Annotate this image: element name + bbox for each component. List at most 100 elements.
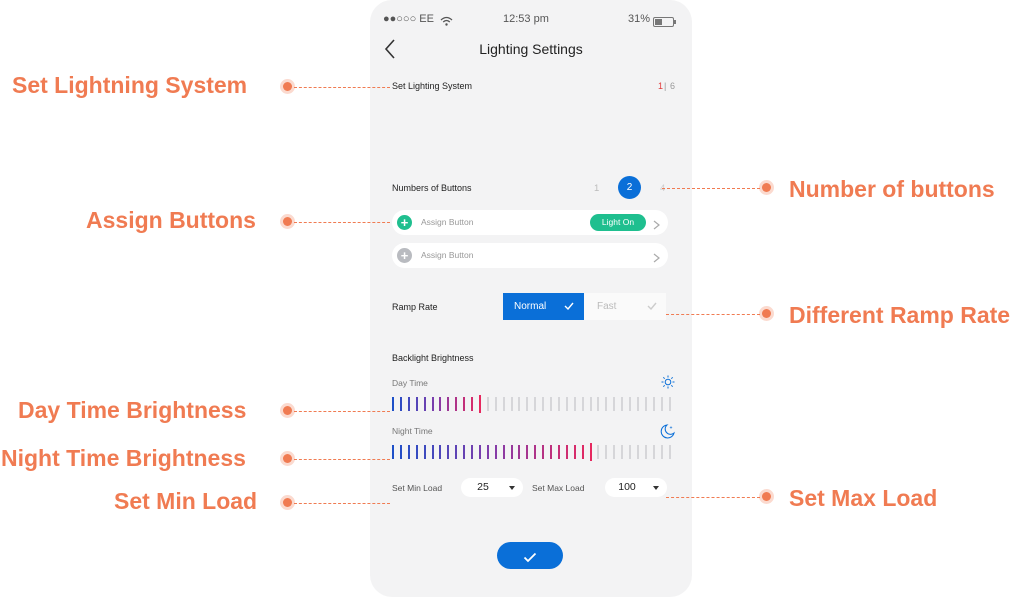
brightness-tick — [644, 397, 647, 411]
brightness-tick — [392, 397, 394, 411]
brightness-tick — [407, 445, 410, 459]
clock: 12:53 pm — [503, 13, 549, 25]
caret-down-icon — [509, 486, 515, 490]
brightness-tick — [581, 445, 584, 459]
brightness-tick — [415, 397, 418, 411]
brightness-tick — [415, 445, 418, 459]
brightness-tick — [478, 395, 481, 413]
brightness-tick — [597, 445, 600, 459]
back-chevron-icon[interactable] — [384, 38, 396, 60]
callout-leader-line — [666, 314, 760, 315]
day-time-label: Day Time — [392, 378, 428, 388]
callout-dot — [762, 309, 771, 318]
callout-leader-line — [662, 188, 760, 189]
brightness-tick — [668, 397, 671, 411]
brightness-tick — [392, 445, 394, 459]
battery-percent: 31% — [628, 13, 651, 25]
ramp-rate-label: Ramp Rate — [392, 302, 438, 312]
night-brightness-slider[interactable] — [392, 443, 678, 461]
brightness-tick — [486, 445, 489, 459]
brightness-tick — [636, 397, 639, 411]
brightness-tick — [407, 397, 410, 411]
brightness-tick — [431, 445, 434, 459]
callout-dot — [762, 492, 771, 501]
callout-dot — [762, 183, 771, 192]
add-icon[interactable]: + — [397, 248, 412, 263]
confirm-button[interactable] — [497, 542, 563, 569]
set-min-load-label: Set Min Load — [392, 483, 443, 493]
callout-dot — [283, 498, 292, 507]
max-load-select[interactable]: 100 — [605, 478, 667, 497]
brightness-tick — [605, 397, 608, 411]
button-count-option-2-selected[interactable]: 2 — [618, 176, 641, 199]
ramp-fast-button[interactable]: Fast — [584, 293, 666, 320]
callout-day-brightness: Day Time Brightness — [18, 397, 247, 423]
brightness-tick — [502, 445, 505, 459]
check-icon — [647, 294, 657, 321]
brightness-tick — [534, 397, 537, 411]
system-page-current: 1 — [658, 81, 664, 91]
callout-leader-line — [294, 411, 390, 412]
light-on-badge[interactable]: Light On — [590, 214, 646, 231]
brightness-tick — [660, 445, 663, 459]
set-lighting-system-label: Set Lighting System — [392, 81, 473, 91]
add-icon[interactable]: + — [397, 215, 412, 230]
check-icon — [564, 294, 574, 321]
brightness-tick — [565, 397, 568, 411]
brightness-tick — [542, 397, 545, 411]
callout-leader-line — [294, 503, 390, 504]
brightness-tick — [455, 445, 458, 459]
set-max-load-label: Set Max Load — [532, 483, 585, 493]
brightness-tick — [399, 445, 402, 459]
day-brightness-slider[interactable] — [392, 395, 678, 413]
brightness-tick — [573, 445, 576, 459]
assign-button-row-1[interactable]: + Assign Button Light On — [392, 210, 668, 235]
brightness-tick — [636, 445, 639, 459]
brightness-tick — [478, 445, 481, 459]
numbers-of-buttons-label: Numbers of Buttons — [392, 183, 472, 193]
callout-max-load: Set Max Load — [789, 485, 938, 511]
callout-min-load: Set Min Load — [114, 488, 258, 514]
brightness-tick — [621, 397, 624, 411]
callout-dot — [283, 406, 292, 415]
brightness-tick — [534, 445, 537, 459]
callout-dot — [283, 454, 292, 463]
brightness-tick — [557, 397, 560, 411]
moon-icon — [660, 424, 676, 444]
brightness-tick — [668, 445, 671, 459]
callout-ramp-rate: Different Ramp Rate — [789, 302, 1011, 328]
battery-icon — [653, 14, 677, 32]
chevron-right-icon[interactable] — [653, 217, 660, 230]
brightness-tick — [399, 397, 402, 411]
brightness-tick — [463, 397, 466, 411]
ramp-fast-label: Fast — [597, 301, 617, 312]
callout-set-lighting: Set Lightning System — [12, 72, 248, 98]
ramp-normal-button[interactable]: Normal — [503, 293, 584, 320]
callout-leader-line — [294, 87, 390, 88]
brightness-tick — [526, 445, 529, 459]
system-page-total: 6 — [670, 81, 676, 91]
max-load-value: 100 — [618, 481, 636, 493]
brightness-tick — [431, 397, 434, 411]
brightness-tick — [486, 397, 489, 411]
brightness-tick — [652, 445, 655, 459]
button-count-option-1[interactable]: 1 — [594, 183, 600, 194]
brightness-tick — [455, 397, 458, 411]
brightness-tick — [613, 445, 616, 459]
brightness-tick — [447, 397, 450, 411]
callout-leader-line — [666, 497, 760, 498]
check-icon — [523, 550, 537, 568]
brightness-tick — [439, 397, 442, 411]
brightness-tick — [621, 445, 624, 459]
brightness-tick — [423, 397, 426, 411]
min-load-select[interactable]: 25 — [461, 478, 523, 497]
assign-button-row-2[interactable]: + Assign Button — [392, 243, 668, 268]
brightness-tick — [565, 445, 568, 459]
phone-screen: ●●○○○ EE 12:53 pm 31% Lighting Settings … — [370, 0, 692, 597]
brightness-tick — [605, 445, 608, 459]
brightness-tick — [589, 443, 592, 461]
night-time-label: Night Time — [392, 426, 433, 436]
brightness-tick — [494, 445, 497, 459]
brightness-tick — [660, 397, 663, 411]
chevron-right-icon[interactable] — [653, 250, 660, 263]
